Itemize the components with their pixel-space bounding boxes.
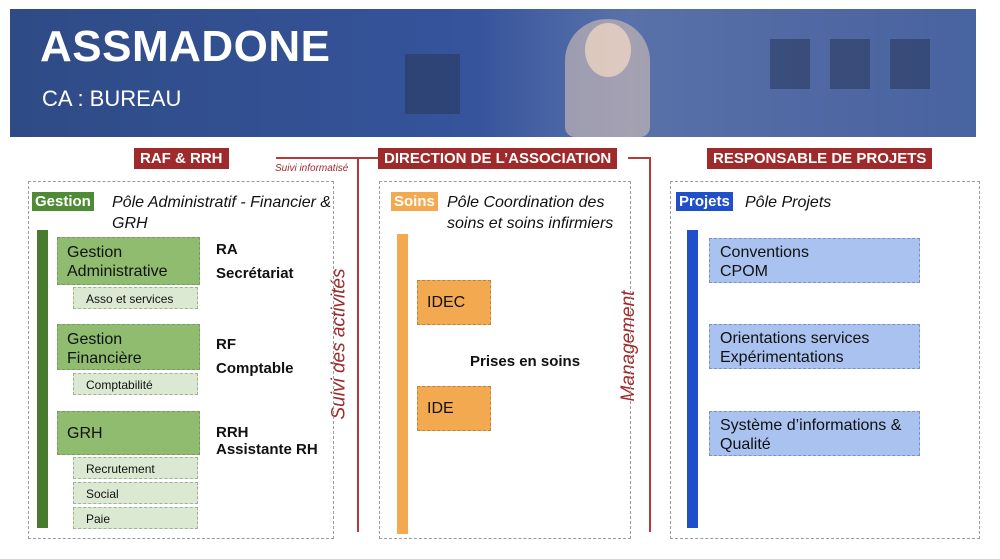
banner-photo-window — [770, 39, 810, 89]
pole-soins-title: Pôle Coordination des soins et soins inf… — [447, 194, 614, 232]
orange-bar — [397, 234, 408, 534]
role-rrh: RRH — [216, 424, 249, 441]
pole-projets-title: Pôle Projets — [745, 194, 832, 211]
connector-line — [276, 157, 378, 159]
banner-photo-window — [405, 54, 460, 114]
pole-admin-title: Pôle Administratif - Financier & GRH — [112, 194, 332, 232]
sub-social: Social — [73, 482, 198, 504]
connector-line — [628, 157, 650, 159]
banner-photo-face — [585, 23, 631, 77]
role-assistante-rh: Assistante RH — [216, 441, 318, 458]
banner-photo-window — [890, 39, 930, 89]
box-grh: GRH — [57, 411, 200, 455]
header-banner — [10, 9, 976, 137]
tag-projets: Projets — [676, 192, 733, 211]
sub-recrutement: Recrutement — [73, 457, 198, 479]
role-secretariat: Secrétariat — [216, 265, 294, 282]
box-systeme-informations: Système d’informations & Qualité — [709, 411, 920, 456]
role-comptable: Comptable — [216, 360, 294, 377]
box-orientations-services: Orientations services Expérimentations — [709, 324, 920, 369]
box-conventions-cpom: Conventions CPOM — [709, 238, 920, 283]
pole-projets-box — [670, 181, 980, 539]
label-prises-en-soins: Prises en soins — [470, 353, 581, 370]
connector-line-right — [649, 157, 651, 532]
banner-photo-window — [830, 39, 870, 89]
annotation-suivi-informatise: Suivi informatisé — [275, 163, 349, 174]
page-title: ASSMADONE — [40, 22, 331, 71]
heading-raf-rrh: RAF & RRH — [134, 148, 229, 169]
tag-gestion: Gestion — [32, 192, 94, 211]
role-ra: RA — [216, 241, 238, 258]
blue-bar — [687, 230, 698, 528]
box-gestion-administrative: Gestion Administrative — [57, 237, 200, 285]
tag-soins: Soins — [391, 192, 438, 211]
role-rf: RF — [216, 336, 236, 353]
heading-direction: DIRECTION DE L’ASSOCIATION — [378, 148, 618, 169]
box-gestion-financiere: Gestion Financière — [57, 324, 200, 370]
box-ide: IDE — [417, 386, 491, 431]
box-idec: IDEC — [417, 280, 491, 325]
pole-admin-box — [28, 181, 334, 539]
green-bar — [37, 230, 48, 528]
page-subtitle: CA : BUREAU — [42, 86, 182, 111]
sub-paie: Paie — [73, 507, 198, 529]
pole-soins-box — [379, 181, 631, 539]
heading-responsable-projets: RESPONSABLE DE PROJETS — [707, 148, 933, 169]
connector-line-left — [357, 157, 359, 532]
sub-asso-services: Asso et services — [73, 287, 198, 309]
sub-comptabilite: Comptabilité — [73, 373, 198, 395]
